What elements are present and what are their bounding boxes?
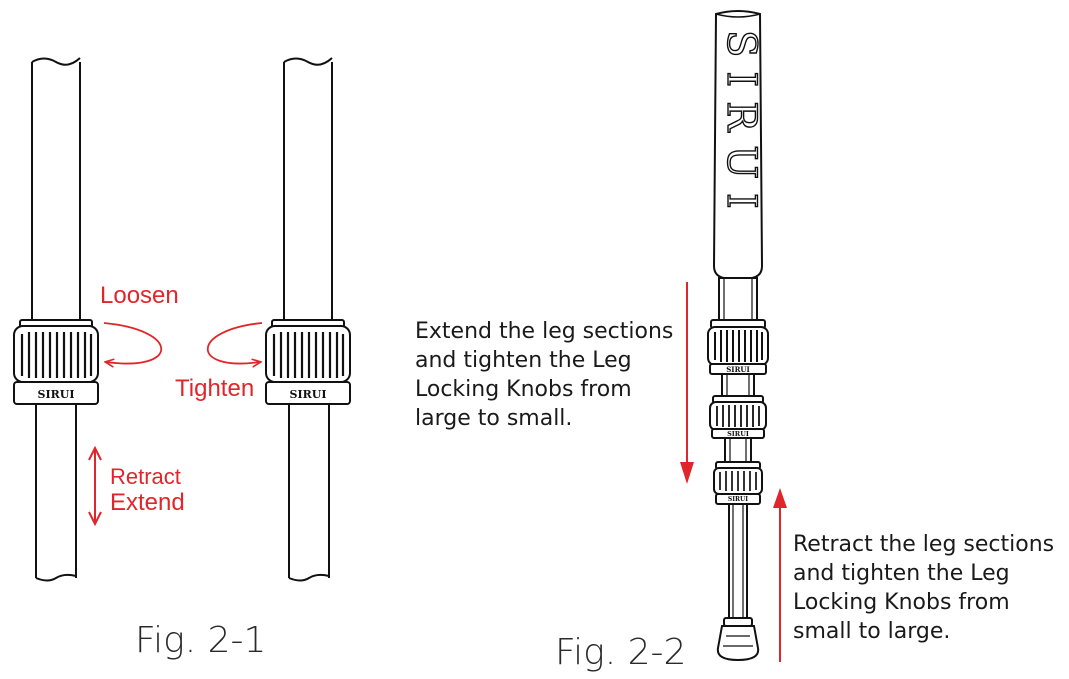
loosen-arrow bbox=[104, 322, 163, 364]
fig2-knob-1-brand: SIRUI bbox=[726, 365, 750, 374]
extend-label: Extend bbox=[110, 489, 185, 516]
tighten-arrow bbox=[206, 322, 262, 364]
retract-instruction: Retract the leg sections and tighten the… bbox=[793, 532, 1054, 644]
extend-line-4: large to small. bbox=[415, 406, 572, 431]
fig2-foot bbox=[716, 617, 760, 662]
extend-down-arrow bbox=[680, 282, 694, 484]
retract-line-2: and tighten the Leg bbox=[793, 561, 1010, 586]
fig2-bottom-tube bbox=[728, 503, 748, 621]
fig2-handle: SIRUI bbox=[712, 10, 765, 279]
fig2-handle-brand: SIRUI bbox=[718, 30, 764, 223]
fig1-right-tube bbox=[271, 57, 345, 582]
extend-line-2: and tighten the Leg bbox=[415, 348, 632, 373]
fig1-right-knob: SIRUI bbox=[265, 325, 351, 405]
tighten-label: Tighten bbox=[175, 375, 254, 402]
fig1-left-tube bbox=[19, 57, 93, 582]
fig1-left-knob: SIRUI bbox=[13, 325, 99, 405]
fig2-knob-1: SIRUI bbox=[707, 319, 769, 375]
fig2-caption: Fig. 2-2 bbox=[555, 632, 686, 673]
fig2-upper-tube bbox=[718, 277, 758, 321]
fig2-knob-2-brand: SIRUI bbox=[727, 430, 749, 438]
fig2-knob-3: SIRUI bbox=[713, 461, 763, 505]
fig2-lower-tube bbox=[724, 437, 752, 463]
retract-line-4: small to large. bbox=[793, 619, 950, 644]
retract-line-3: Locking Knobs from bbox=[793, 590, 1010, 615]
retract-extend-arrow bbox=[88, 445, 102, 527]
fig1-caption: Fig. 2-1 bbox=[135, 620, 266, 661]
loosen-label: Loosen bbox=[100, 282, 179, 309]
fig1-left-knob-brand: SIRUI bbox=[38, 388, 75, 401]
extend-instruction: Extend the leg sections and tighten the … bbox=[415, 319, 673, 431]
fig2-knob-2: SIRUI bbox=[709, 395, 767, 439]
fig2-mid-tube bbox=[721, 373, 755, 397]
retract-label: Retract bbox=[110, 464, 181, 489]
retract-line-1: Retract the leg sections bbox=[793, 532, 1054, 557]
fig1-right-knob-brand: SIRUI bbox=[290, 388, 327, 401]
retract-up-arrow bbox=[773, 488, 787, 662]
extend-line-1: Extend the leg sections bbox=[415, 319, 673, 344]
fig2-knob-3-brand: SIRUI bbox=[728, 496, 748, 503]
extend-line-3: Locking Knobs from bbox=[415, 377, 632, 402]
